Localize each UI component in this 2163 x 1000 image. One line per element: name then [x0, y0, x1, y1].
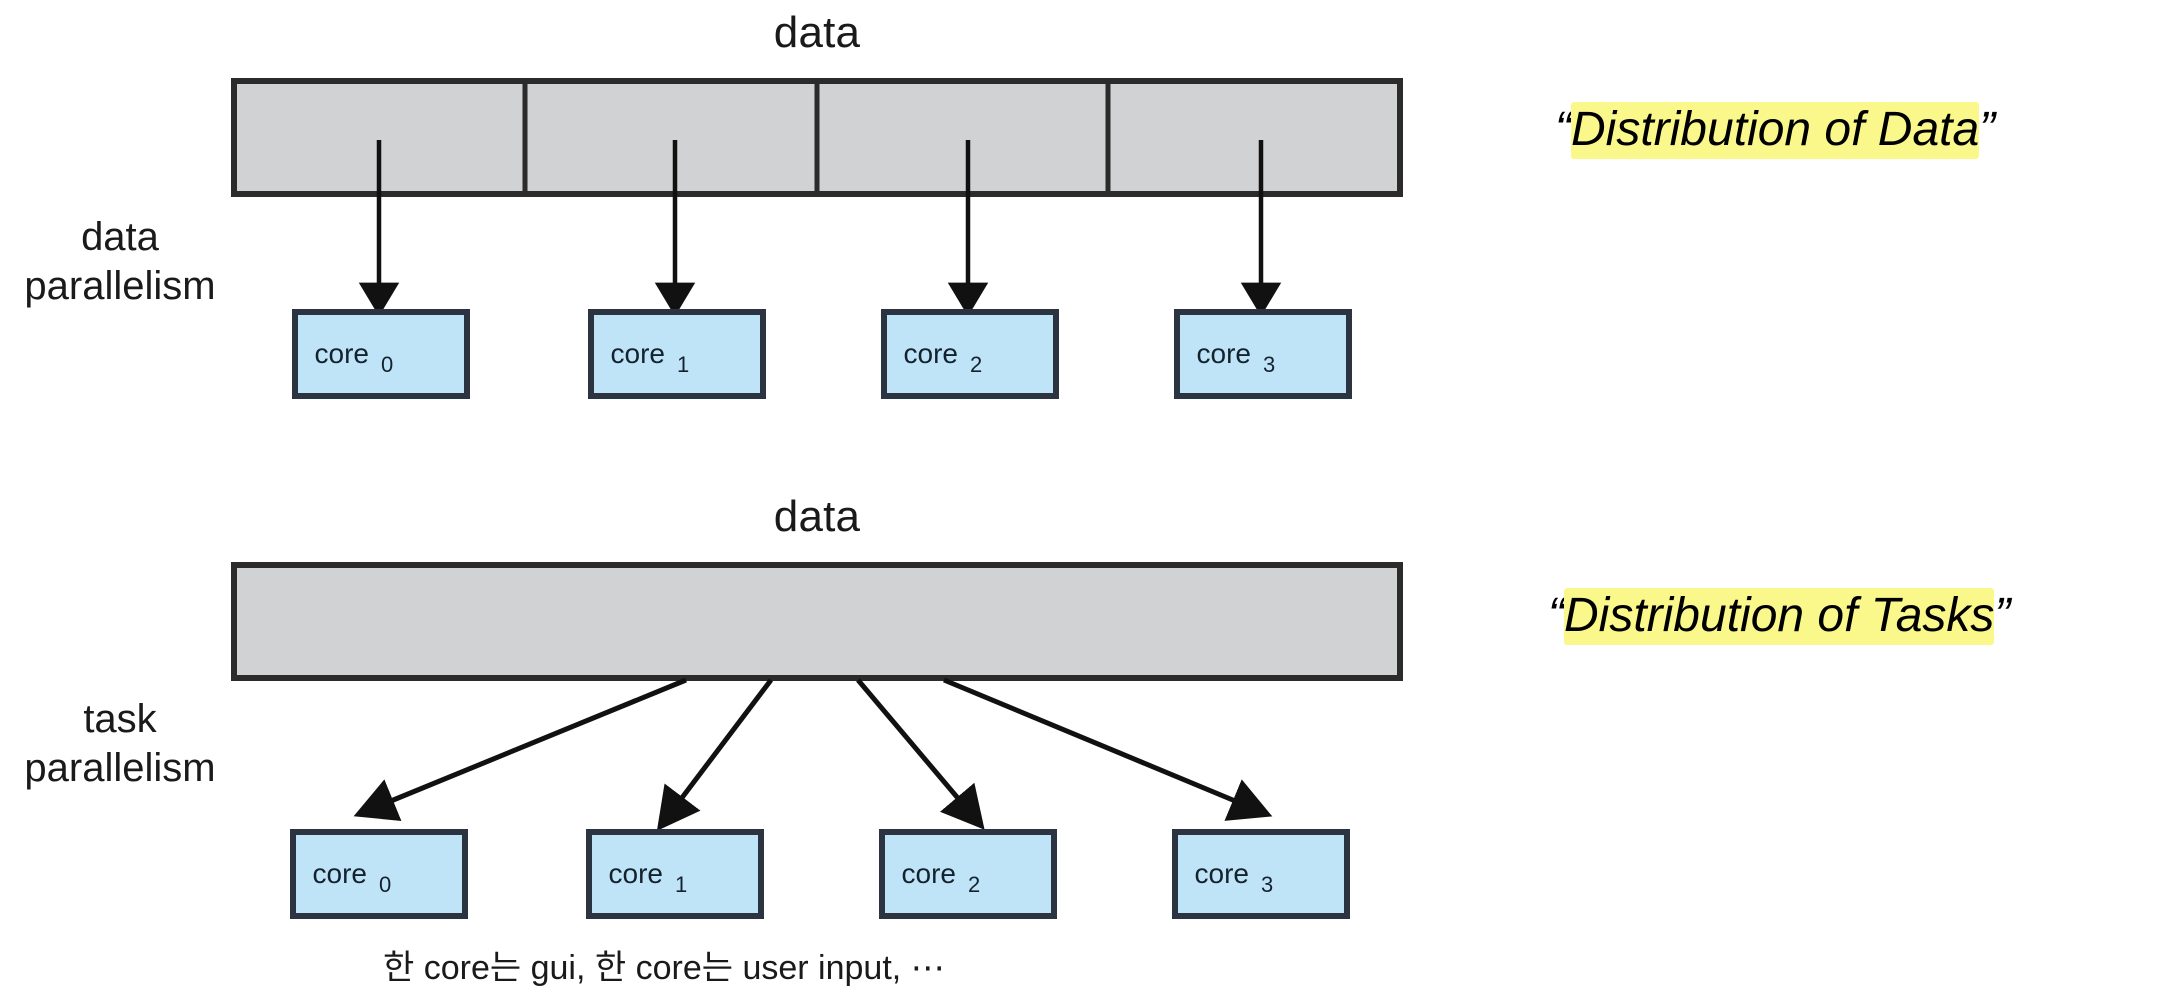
side-label-data-parallelism-line1: data — [81, 215, 159, 259]
core-label-bottom-1-index: 1 — [675, 872, 687, 897]
data-title-top: data — [773, 8, 861, 57]
core-labels-top: core 0 core 1 core 2 core 3 — [315, 338, 1276, 377]
side-label-task-parallelism-line2: parallelism — [24, 745, 216, 790]
annotation-open-quote-bottom: “ — [1548, 589, 1564, 642]
fan-arrow-to-core-1 — [656, 678, 773, 831]
fan-arrow-to-core-2 — [856, 678, 985, 830]
core-label-top-2-index: 2 — [970, 352, 982, 377]
core-box-top-1 — [588, 309, 766, 399]
core-box-bottom-3 — [1172, 829, 1350, 919]
core-label-top-0-name: core — [315, 338, 369, 369]
annotation-open-quote-top: “ — [1555, 103, 1571, 156]
task-parallelism-bar-group — [231, 562, 1403, 681]
core-label-bottom-2-name: core — [902, 858, 956, 889]
side-label-task-parallelism-line1: task — [83, 697, 157, 741]
core-label-bottom-1-name: core — [609, 858, 663, 889]
side-label-data-parallelism-line2: parallelism — [24, 263, 216, 308]
annotation-text-top: Distribution of Data — [1570, 102, 1980, 159]
annotation-distribution-of-tasks: “Distribution of Tasks” — [1548, 588, 2011, 645]
core-label-bottom-3-index: 3 — [1261, 872, 1273, 897]
fan-arrow-to-core-0 — [353, 677, 687, 821]
fan-arrow-to-core-3 — [943, 677, 1273, 821]
data-parallelism-arrows — [358, 140, 1282, 317]
data-parallelism-bar-group — [231, 78, 1403, 197]
core-label-bottom-2-index: 2 — [968, 872, 980, 897]
data-bar-bottom — [231, 562, 1403, 681]
core-label-top-0-index: 0 — [381, 352, 393, 377]
core-box-top-0 — [292, 309, 470, 399]
annotation-close-quote-top: ” — [1979, 103, 1996, 156]
annotation-distribution-of-data: “Distribution of Data” — [1555, 102, 1996, 159]
data-title-bottom: data — [773, 492, 861, 541]
core-label-top-2-name: core — [904, 338, 958, 369]
core-label-bottom-0-index: 0 — [379, 872, 391, 897]
core-label-top-3-name: core — [1197, 338, 1251, 369]
task-parallelism-cores — [290, 829, 1350, 919]
core-label-top-1-name: core — [611, 338, 665, 369]
core-label-bottom-0-name: core — [313, 858, 367, 889]
core-box-top-2 — [881, 309, 1059, 399]
core-label-top-1-index: 1 — [677, 352, 689, 377]
core-box-bottom-0 — [290, 829, 468, 919]
data-parallelism-cores — [292, 309, 1352, 399]
core-label-bottom-3-name: core — [1195, 858, 1249, 889]
korean-caption: 한 core는 gui, 한 core는 user input, ⋯ — [383, 949, 945, 987]
annotation-close-quote-bottom: ” — [1994, 589, 2011, 642]
annotation-text-bottom: Distribution of Tasks — [1563, 588, 1995, 645]
core-box-top-3 — [1174, 309, 1352, 399]
core-label-top-3-index: 3 — [1263, 352, 1275, 377]
task-parallelism-arrows — [353, 677, 1273, 831]
core-labels-bottom: core 0 core 1 core 2 core 3 — [313, 858, 1274, 897]
core-box-bottom-1 — [586, 829, 764, 919]
core-box-bottom-2 — [879, 829, 1057, 919]
